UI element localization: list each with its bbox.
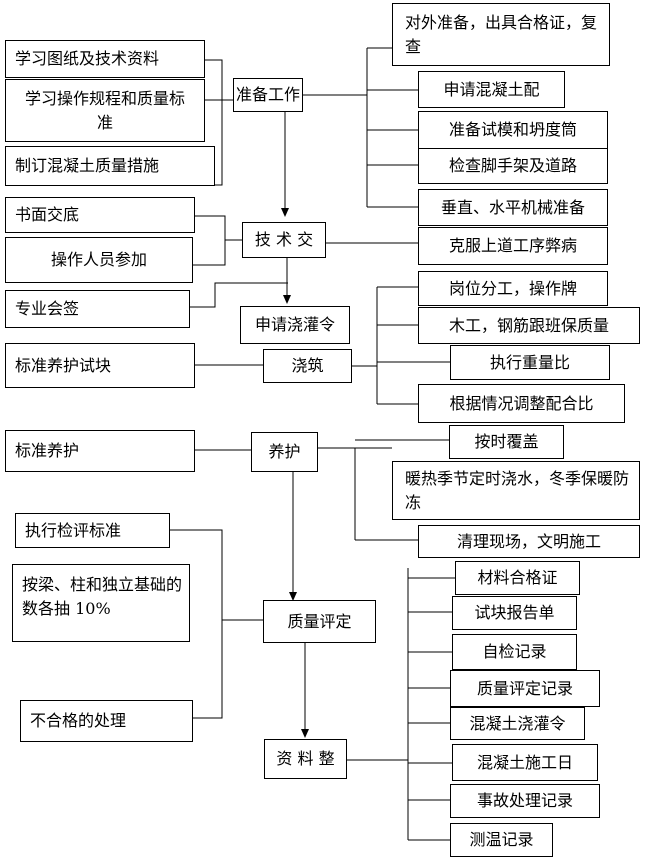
- apply-mix-box: 申请混凝土配: [418, 71, 565, 108]
- quality-measures-box: 制订混凝土质量措施: [5, 146, 215, 186]
- apply-mix-label: 申请混凝土配: [443, 79, 540, 99]
- cure-node: 养护: [251, 432, 318, 472]
- sign-off-box: 专业会签: [5, 290, 190, 328]
- apply-pour-node: 申请浇灌令: [240, 306, 350, 344]
- external-prep-label: 对外准备，出具合格证，复查: [405, 12, 598, 56]
- check-scaffold-box: 检查脚手架及道路: [418, 148, 608, 184]
- std-cure-box: 标准养护: [5, 430, 195, 472]
- std-cure-label: 标准养护: [15, 441, 80, 460]
- study-drawings-box: 学习图纸及技术资料: [5, 40, 205, 78]
- doc-item-label: 试块报告单: [474, 603, 555, 622]
- operators-box: 操作人员参加: [5, 237, 193, 283]
- prep-node: 准备工作: [233, 78, 303, 112]
- cure-label: 养护: [268, 442, 301, 461]
- doc-item-label: 质量评定记录: [476, 678, 573, 698]
- adjust-ratio-box: 根据情况调整配合比: [418, 384, 625, 423]
- weighing-box: 执行重量比: [450, 345, 610, 380]
- watering-box: 暖热季节定时浇水，冬季保暖防冻: [392, 461, 640, 520]
- written-brief-label: 书面交底: [15, 205, 80, 224]
- doc-item: 试块报告单: [452, 596, 577, 630]
- doc-item: 测温记录: [450, 823, 553, 857]
- vertical-mech-box: 垂直、水平机械准备: [418, 189, 608, 226]
- cover-box: 按时覆盖: [449, 425, 564, 459]
- pour-node: 浇筑: [263, 349, 352, 383]
- adjust-ratio-label: 根据情况调整配合比: [449, 393, 594, 413]
- post-assign-label: 岗位分工，操作牌: [448, 278, 577, 298]
- external-prep-box: 对外准备，出具合格证，复查: [392, 3, 610, 66]
- tech-node: 技 术 交: [242, 222, 326, 258]
- std-cure-block-label: 标准养护试块: [15, 355, 112, 375]
- post-assign-box: 岗位分工，操作牌: [418, 271, 608, 306]
- pour-label: 浇筑: [291, 356, 324, 375]
- carpentry-label: 木工，钢筋跟班保质量: [448, 315, 609, 335]
- quality-label: 质量评定: [287, 611, 352, 631]
- operators-label: 操作人员参加: [50, 250, 147, 269]
- doc-item-label: 自检记录: [482, 642, 547, 661]
- doc-item-label: 材料合格证: [477, 568, 558, 587]
- doc-item: 材料合格证: [455, 561, 580, 595]
- quality-measures-label: 制订混凝土质量措施: [15, 156, 160, 175]
- study-procedures-box: 学习操作规程和质量标准: [5, 79, 205, 142]
- watering-label: 暖热季节定时浇水，冬季保暖防冻: [405, 468, 630, 512]
- doc-item-label: 混凝土施工日: [476, 752, 573, 772]
- weighing-label: 执行重量比: [489, 352, 570, 372]
- doc-item: 事故处理记录: [450, 784, 600, 818]
- cleanup-label: 清理现场，文明施工: [456, 531, 601, 551]
- prep-mold-box: 准备试模和坍度筒: [418, 111, 608, 149]
- doc-item: 质量评定记录: [450, 670, 600, 707]
- sign-off-label: 专业会签: [15, 299, 80, 318]
- quality-node: 质量评定: [263, 600, 376, 643]
- tech-label: 技 术 交: [254, 230, 314, 249]
- cleanup-box: 清理现场，文明施工: [418, 525, 640, 558]
- doc-item-label: 事故处理记录: [476, 791, 573, 810]
- study-drawings-label: 学习图纸及技术资料: [15, 49, 160, 68]
- nonconform-label: 不合格的处理: [30, 711, 127, 730]
- prep-mold-label: 准备试模和坍度筒: [448, 120, 577, 139]
- docs-node: 资 料 整: [264, 739, 347, 779]
- check-scaffold-label: 检查脚手架及道路: [448, 156, 577, 175]
- sampling-label: 按梁、柱和独立基础的数各抽 10%: [22, 575, 183, 618]
- docs-label: 资 料 整: [276, 749, 335, 768]
- eval-standard-label: 执行检评标准: [25, 520, 122, 540]
- apply-pour-label: 申请浇灌令: [254, 315, 335, 334]
- written-brief-box: 书面交底: [5, 197, 195, 233]
- eval-standard-box: 执行检评标准: [15, 513, 170, 548]
- prep-label: 准备工作: [235, 85, 300, 104]
- doc-item: 自检记录: [452, 634, 577, 670]
- cover-label: 按时覆盖: [474, 432, 539, 451]
- std-cure-block-box: 标准养护试块: [5, 343, 195, 388]
- nonconform-box: 不合格的处理: [20, 700, 193, 742]
- overcome-label: 克服上道工序弊病: [448, 236, 577, 255]
- study-procedures-label: 学习操作规程和质量标准: [24, 88, 185, 132]
- doc-item: 混凝土施工日: [452, 744, 598, 781]
- doc-item: 混凝土浇灌令: [450, 707, 585, 740]
- overcome-box: 克服上道工序弊病: [418, 227, 608, 265]
- vertical-mech-label: 垂直、水平机械准备: [440, 197, 585, 217]
- doc-item-label: 混凝土浇灌令: [469, 713, 566, 733]
- sampling-box: 按梁、柱和独立基础的数各抽 10%: [12, 564, 190, 642]
- carpentry-box: 木工，钢筋跟班保质量: [418, 307, 640, 344]
- doc-item-label: 测温记录: [469, 830, 534, 849]
